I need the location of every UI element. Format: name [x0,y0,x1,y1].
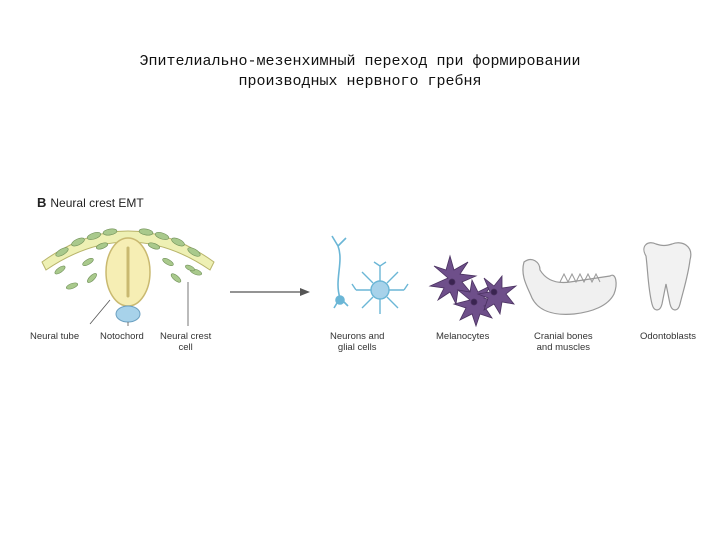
glial-cell-icon [351,261,409,314]
label-neurons-line2: glial cells [337,342,377,353]
slide-title: Эпителиально-мезенхимный переход при фор… [60,52,660,92]
label-neurons: Neurons and glial cells [330,331,384,353]
tooth-icon [643,242,692,311]
label-neural-crest-cell: Neural crest cell [160,331,211,353]
label-cranial-line2: and muscles [536,342,590,353]
melanocyte-icon [428,254,518,328]
migrating-crest-cells [54,258,203,290]
label-leader-lines [89,282,189,326]
mandible-icon [522,258,617,315]
title-line-1: Эпителиально-мезенхимный переход при фор… [139,53,581,70]
label-cranial: Cranial bones and muscles [534,331,593,353]
notochord [115,305,141,323]
label-neural-crest-cell-line1: Neural crest [160,331,212,342]
label-notochord: Notochord [100,331,144,342]
label-cranial-line1: Cranial bones [534,331,593,342]
crest-cells-on-arch [55,228,201,257]
title-line-2: производных нервного гребня [238,73,482,90]
panel-letter: B [37,195,47,210]
transition-arrow [230,288,310,296]
panel-title: Neural crest EMT [50,196,144,210]
label-odontoblasts: Odontoblasts [640,331,696,342]
mandible-teeth [559,272,601,284]
neuron-icon [331,235,349,309]
label-neural-crest-cell-line2: cell [178,342,193,353]
label-neurons-line1: Neurons and [330,331,385,342]
label-melanocytes: Melanocytes [436,331,490,342]
label-neural-tube: Neural tube [30,331,80,342]
